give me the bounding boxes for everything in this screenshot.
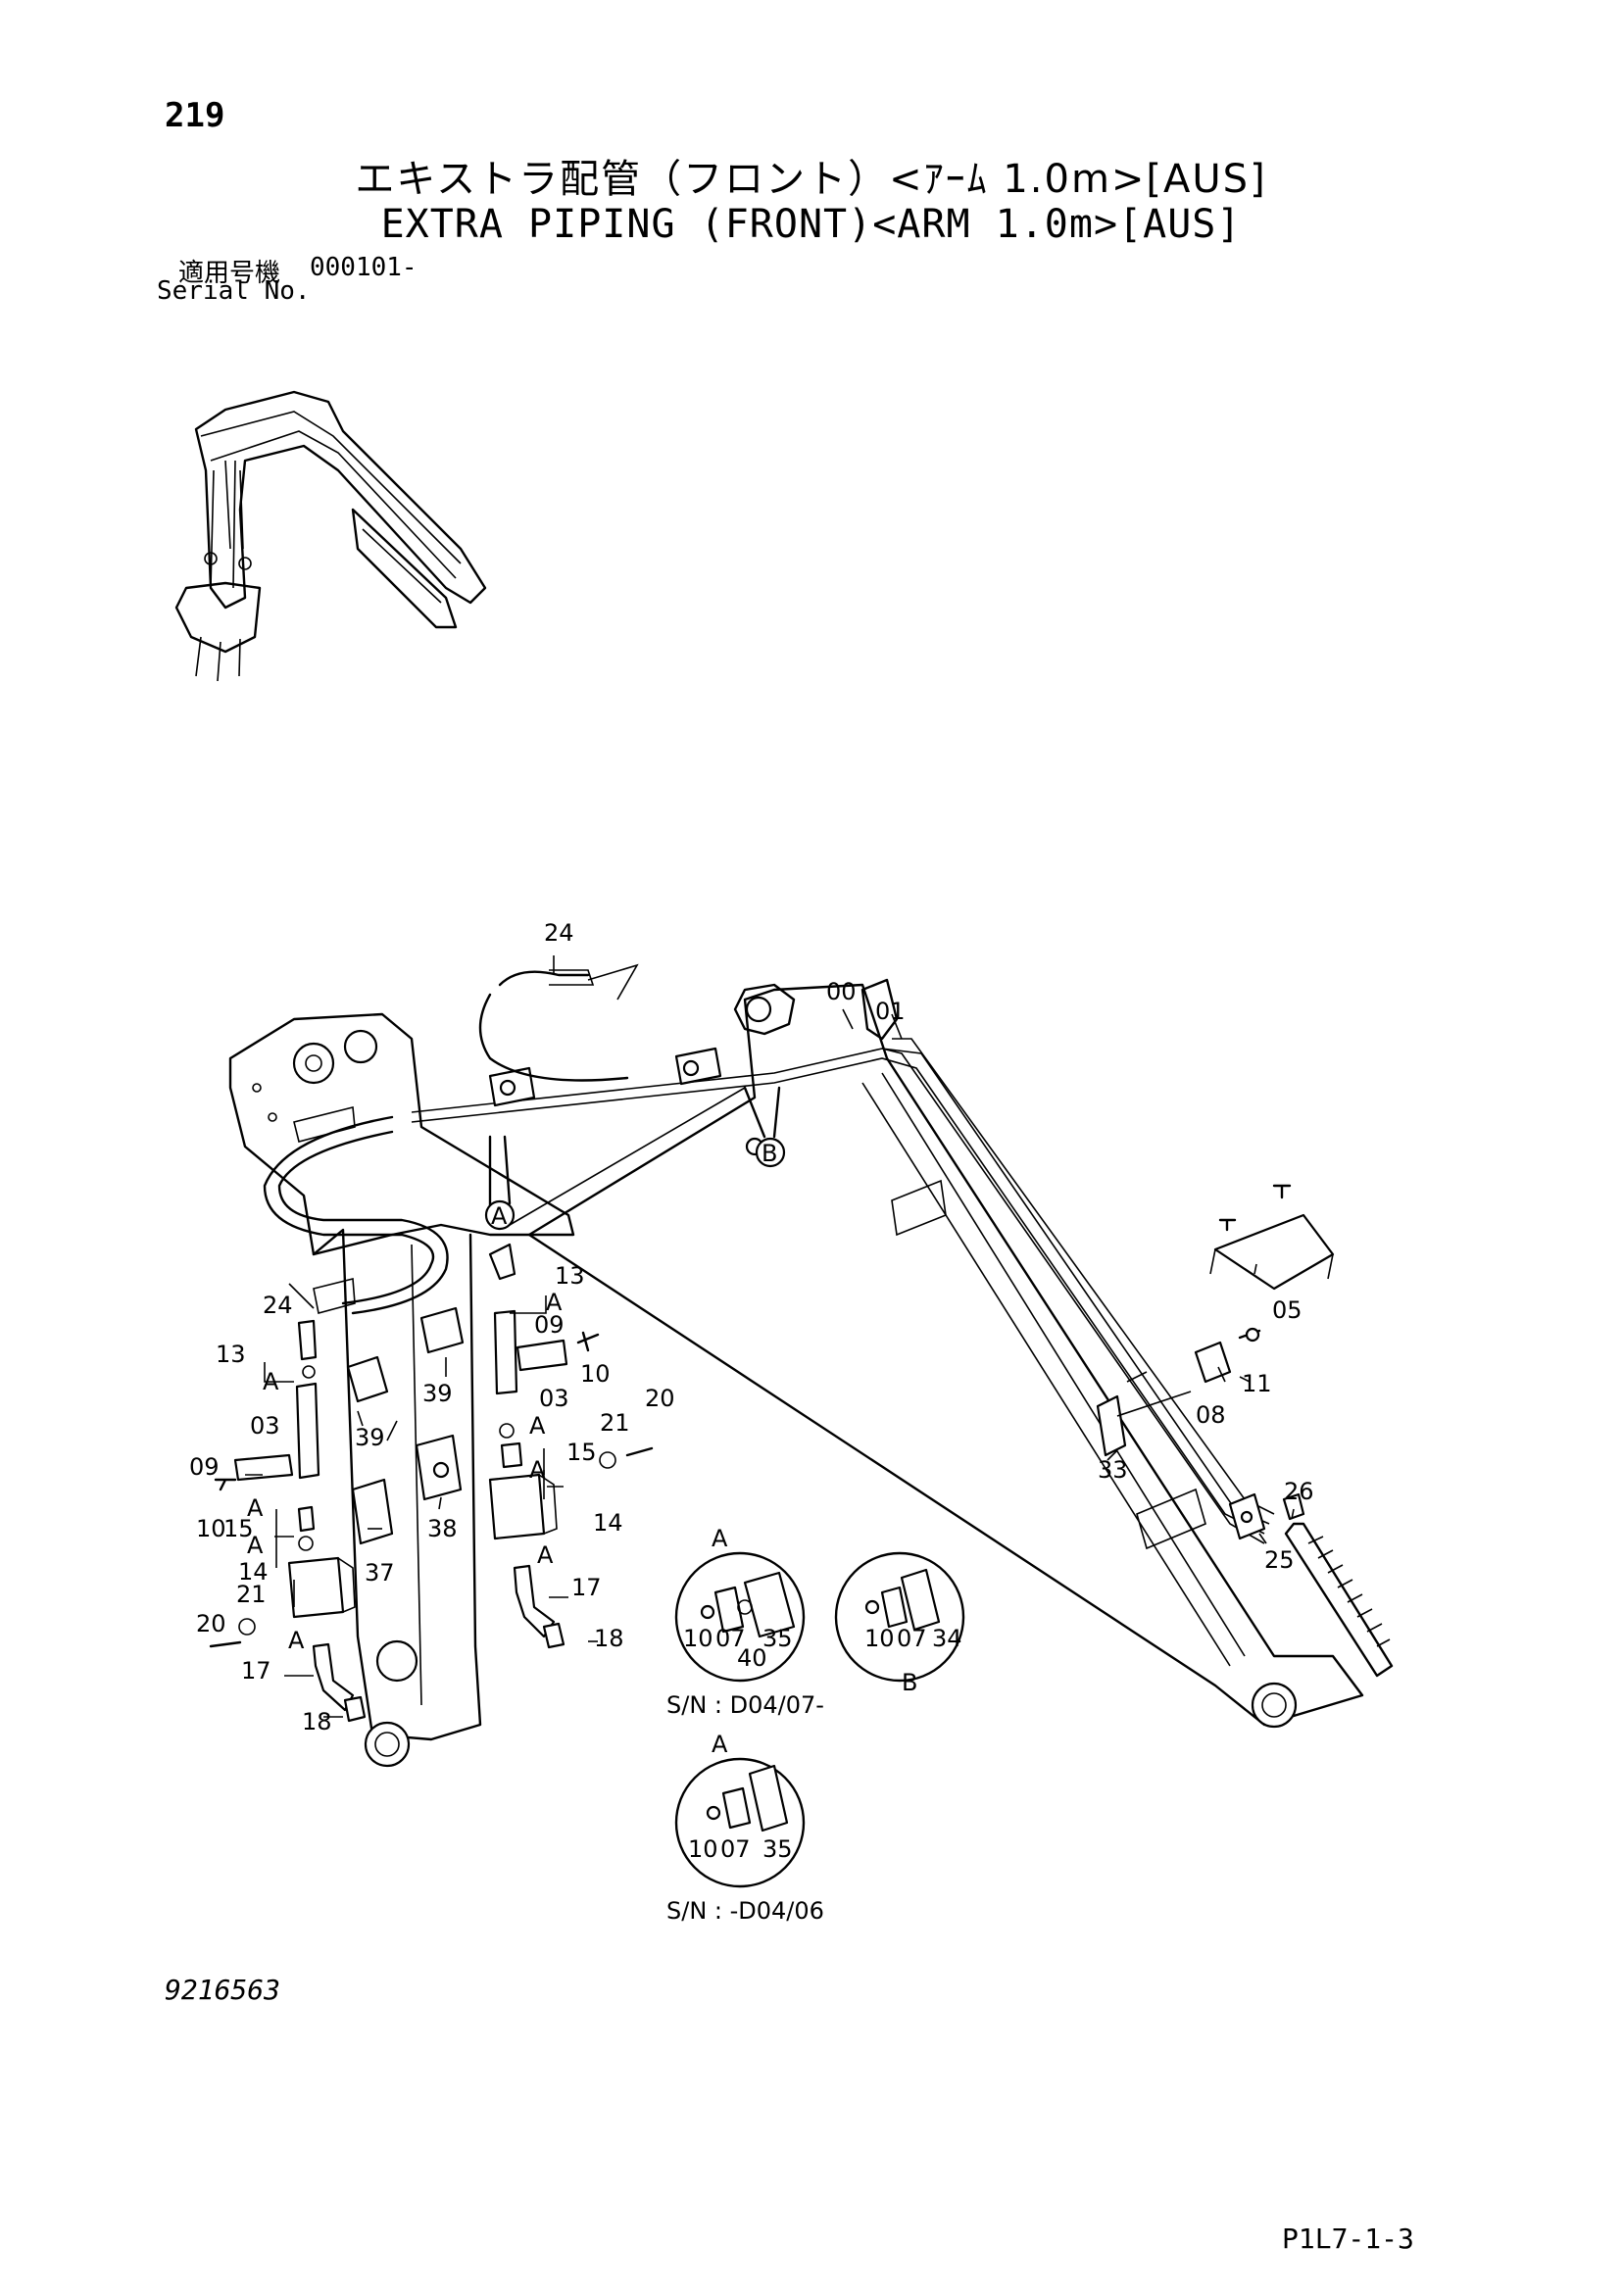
- callout-10-mid: 10: [580, 1360, 611, 1388]
- serial-number-value: 000101-: [310, 253, 418, 282]
- marker-a-15-left-2: A: [247, 1532, 264, 1559]
- hose-24-upper: [478, 963, 639, 1082]
- detail-a1-mark: A: [712, 1525, 728, 1552]
- callout-13-mid: 13: [555, 1262, 585, 1290]
- title-japanese: エキストラ配管（フロント）<ｱｰﾑ 1.0m>[AUS]: [355, 157, 1267, 202]
- middle-fittings: [488, 1243, 654, 1649]
- hose-24-lower: [263, 1105, 449, 1315]
- machine-overview-sketch: [174, 390, 487, 682]
- marker-a-13-left: A: [263, 1368, 279, 1395]
- callout-20-mid: 20: [645, 1385, 675, 1412]
- callout-39-left: 39: [355, 1424, 385, 1451]
- detail-b-part-3: 34: [932, 1625, 962, 1652]
- callout-38: 38: [427, 1515, 458, 1542]
- detail-a2-part-3: 35: [762, 1835, 793, 1863]
- drawing-number: 9216563: [165, 1974, 281, 2006]
- left-fittings: [209, 1319, 367, 1723]
- callout-09-left: 09: [189, 1453, 220, 1481]
- section-markers: A B A A A A A A A A: [247, 1137, 786, 1654]
- detail-a2: [674, 1757, 806, 1888]
- detail-b-part-1: 10: [864, 1625, 895, 1652]
- callout-21-left: 21: [236, 1581, 267, 1608]
- marker-a-13-mid: A: [546, 1289, 563, 1316]
- callout-05: 05: [1272, 1296, 1303, 1324]
- title-english: EXTRA PIPING (FRONT)<ARM 1.0m>[AUS]: [380, 202, 1242, 247]
- detail-b-part-2: 07: [897, 1625, 927, 1652]
- callout-10-left: 10: [196, 1515, 226, 1542]
- detail-a2-part-2: 07: [720, 1835, 751, 1863]
- detail-a1-part-1: 10: [683, 1625, 713, 1652]
- callout-03-left: 03: [250, 1412, 280, 1440]
- callout-11: 11: [1242, 1370, 1272, 1397]
- marker-a-17-left: A: [288, 1627, 305, 1654]
- cover-05: [1209, 1184, 1335, 1291]
- callout-37: 37: [365, 1559, 395, 1587]
- callout-08: 08: [1196, 1401, 1226, 1429]
- plate-33: [1096, 1371, 1192, 1457]
- page-number: 219: [165, 96, 225, 135]
- detail-a2-mark: A: [712, 1731, 728, 1758]
- serial-label-english: Serial No.: [157, 276, 311, 306]
- marker-a-15-mid-2: A: [529, 1456, 546, 1484]
- serial-label-japanese: 適用号機: [178, 259, 281, 288]
- callout-14-mid: 14: [593, 1509, 623, 1537]
- clamp-08: [1194, 1327, 1261, 1384]
- callout-17-mid: 17: [571, 1574, 602, 1601]
- callout-21-mid: 21: [600, 1409, 630, 1437]
- marker-a-main: A: [491, 1202, 508, 1230]
- serial-range-2: S/N : -D04/06: [666, 1897, 824, 1925]
- serial-range-1: S/N : D04/07-: [666, 1691, 824, 1719]
- callout-26: 26: [1284, 1478, 1314, 1505]
- callout-15-mid: 15: [566, 1439, 597, 1466]
- detail-a1-part-2: 07: [715, 1625, 746, 1652]
- callout-14-left: 14: [238, 1558, 269, 1586]
- callout-labels: 24 00 01 13 24 13 09 10 39 03 20 21 03 3…: [189, 919, 1314, 1735]
- clamp-25: [1228, 1492, 1266, 1540]
- detail-a1-part-3: 40: [737, 1644, 767, 1672]
- marker-b-main: B: [762, 1140, 777, 1167]
- callout-24-lower: 24: [263, 1292, 293, 1319]
- callout-03-mid: 03: [539, 1385, 569, 1412]
- detail-b: [834, 1551, 965, 1683]
- callout-17-left: 17: [241, 1657, 271, 1685]
- leader-lines: [245, 955, 1295, 1718]
- callout-09-mid: 09: [534, 1311, 565, 1339]
- clamps-37-38-39: [346, 1306, 465, 1545]
- callout-25: 25: [1264, 1546, 1295, 1574]
- arm-structure: [228, 978, 1364, 1768]
- callout-15-left: 15: [223, 1515, 254, 1542]
- detail-a1: [674, 1551, 806, 1683]
- callout-24-upper: 24: [544, 919, 574, 947]
- detail-a2-part-1: 10: [688, 1835, 718, 1863]
- page-code: P1L7-1-3: [1282, 2223, 1414, 2255]
- callout-33: 33: [1098, 1456, 1128, 1484]
- callout-00: 00: [826, 978, 857, 1005]
- marker-a-15-left-1: A: [247, 1494, 264, 1522]
- callout-01: 01: [875, 998, 906, 1025]
- detail-a1-part-4: 35: [762, 1625, 793, 1652]
- callout-39-mid: 39: [422, 1380, 453, 1407]
- marker-a-15-mid-1: A: [529, 1412, 546, 1440]
- detail-callouts: A 10 07 40 35 10 07 34 B S/N : D04/07- A…: [666, 1525, 962, 1925]
- callout-18-mid: 18: [594, 1625, 624, 1652]
- callout-18-left: 18: [302, 1708, 332, 1735]
- marker-a-17-mid: A: [537, 1541, 554, 1569]
- callout-20-left: 20: [196, 1610, 226, 1637]
- hose-26: [1282, 1492, 1394, 1678]
- detail-b-mark: B: [902, 1669, 917, 1696]
- callout-13-left: 13: [216, 1341, 246, 1368]
